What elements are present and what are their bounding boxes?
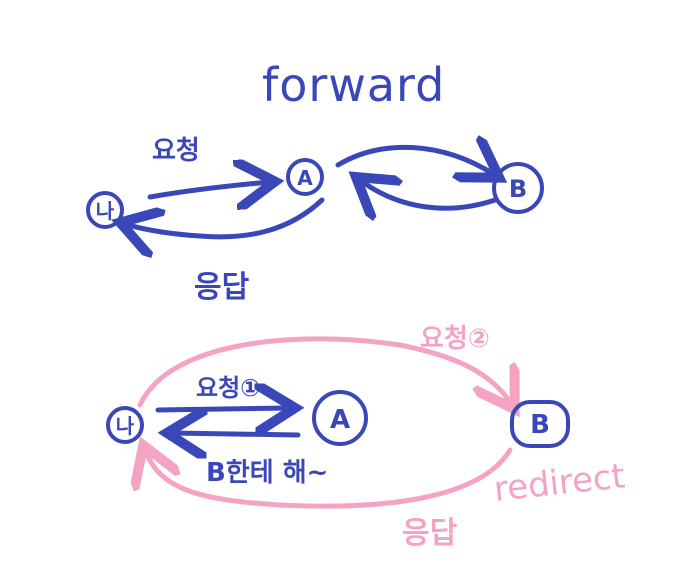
- forward-response-arrow: [125, 197, 325, 237]
- redirect-node-b-label: B: [530, 410, 550, 440]
- forward-title: forward: [262, 58, 446, 112]
- redirect-response-arrow: [145, 450, 513, 509]
- redirect-reply-arrow: [172, 433, 301, 435]
- forward-node-me: 나: [86, 191, 124, 229]
- forward-node-a-label: A: [297, 166, 313, 190]
- forward-node-b-label: B: [509, 175, 527, 203]
- redirect-reply-label: B한테 해~: [206, 458, 329, 488]
- redirect-diagram: 나 A B: [106, 336, 570, 509]
- forward-node-me-label: 나: [96, 199, 115, 223]
- redirect-node-me-label: 나: [116, 414, 135, 438]
- redirect-node-a: A: [312, 390, 368, 446]
- forward-b-to-a-arrow: [360, 180, 498, 208]
- forward-request-arrow: [147, 182, 270, 197]
- forward-response-label: 응답: [194, 270, 250, 305]
- redirect-request2-label: 요청②: [420, 324, 490, 354]
- redirect-response-label: 응답: [402, 516, 458, 551]
- redirect-node-me: 나: [106, 406, 144, 444]
- redirect-request1-label: 요청①: [196, 374, 261, 402]
- forward-node-a: A: [286, 158, 324, 196]
- forward-a-to-b-arrow: [335, 147, 495, 175]
- redirect-request1-arrow: [155, 408, 290, 410]
- redirect-request2-arrow: [137, 336, 512, 405]
- redirect-node-b: B: [510, 400, 570, 448]
- forward-diagram: 나 A B: [86, 147, 544, 237]
- forward-node-b: B: [492, 162, 544, 214]
- forward-request-label: 요청: [152, 136, 200, 166]
- redirect-node-a-label: A: [330, 405, 350, 435]
